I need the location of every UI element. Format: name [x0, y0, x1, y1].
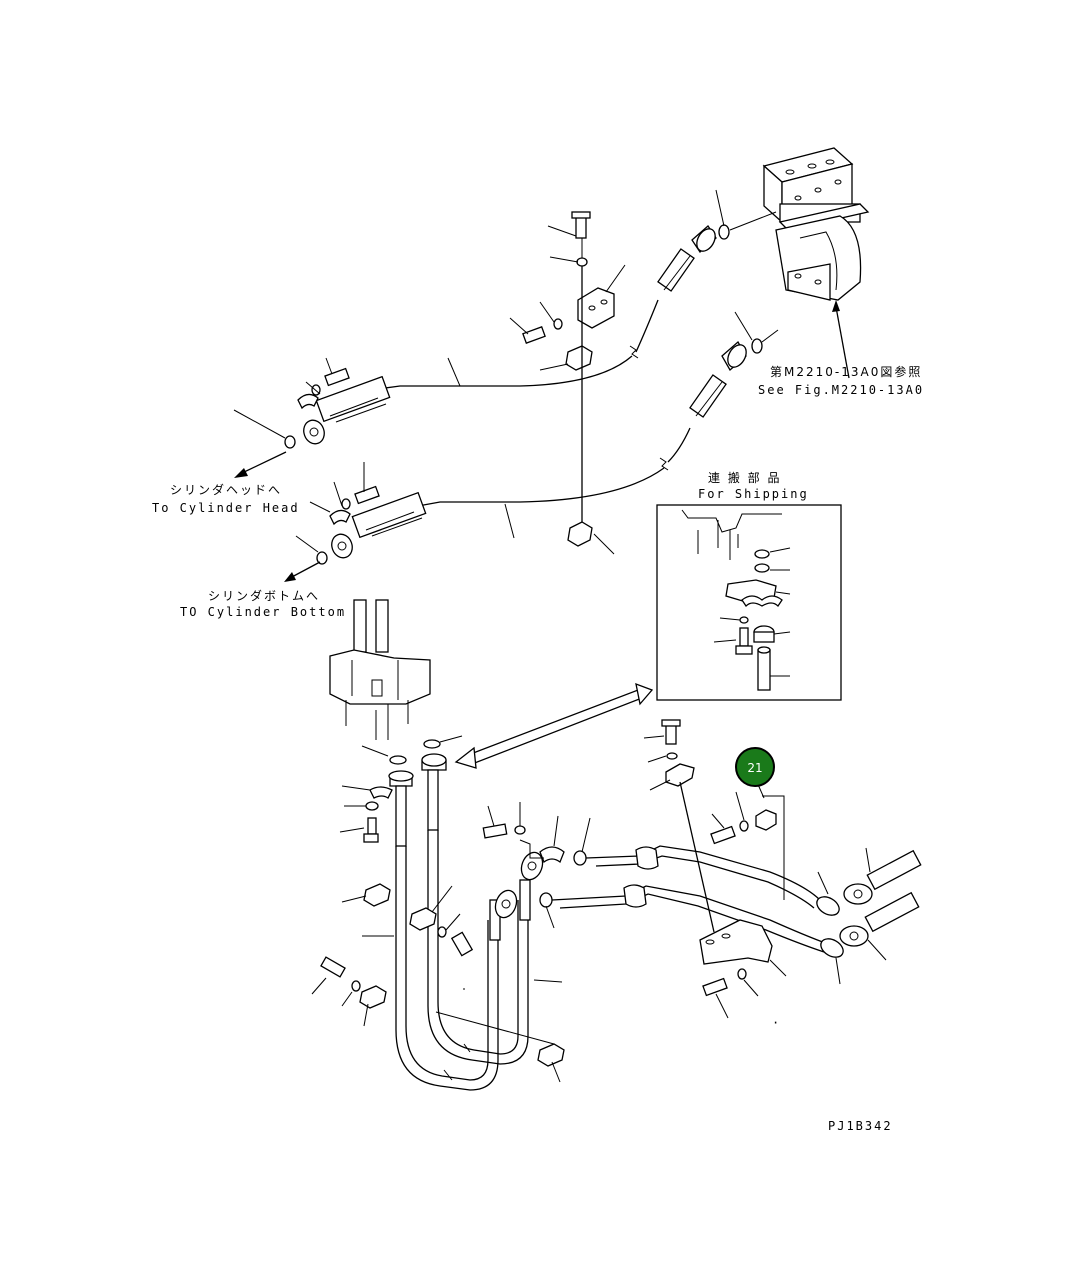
lower-left-fasteners	[311, 785, 565, 1083]
drawing-number: PJ1B342	[828, 1119, 893, 1133]
item-number-text: 21	[747, 761, 762, 775]
right-steel-pipes	[551, 845, 922, 985]
leader-line	[439, 735, 463, 743]
leader-line	[715, 189, 725, 227]
lower-valve-section	[329, 599, 431, 740]
lower-hoses-u-bend	[388, 753, 555, 1091]
leader-line	[761, 329, 779, 343]
reference-label-en: See Fig.M2210-13A0	[758, 383, 924, 397]
control-valve-block	[762, 147, 870, 231]
arrow-to-head	[239, 451, 287, 475]
reference-label-jp: 第M2210-13A0図参照	[770, 364, 922, 379]
leader-line	[504, 503, 515, 539]
o-ring-lower	[751, 338, 763, 354]
flange-bolts-head	[233, 357, 350, 449]
middle-flange-parts	[482, 802, 591, 929]
reference-arrow-head	[832, 300, 840, 312]
o-ring-upper	[718, 224, 730, 240]
upper-hose-assembly	[303, 225, 747, 559]
hose-fitting-lower-right	[689, 340, 747, 418]
hose-end-cylinder-head	[303, 375, 391, 445]
inset-frame	[656, 504, 842, 701]
cylinder-head-label-en: To Cylinder Head	[152, 501, 300, 515]
cylinder-head-label-jp: シリンダヘッドへ	[170, 482, 282, 497]
hose-clamp-post	[509, 211, 626, 555]
reference-arrow-line	[835, 306, 850, 379]
shipping-reference-arrow	[454, 682, 654, 769]
right-bracket-assembly: ·	[643, 719, 787, 1030]
o-ring	[316, 551, 328, 565]
cylinder-bottom-label-en: TO Cylinder Bottom	[180, 605, 346, 619]
leader-line	[361, 745, 389, 757]
shipping-label-en: For Shipping	[698, 487, 809, 501]
o-ring	[423, 739, 441, 749]
flange-bolts-bottom	[295, 462, 380, 565]
leader-line	[447, 357, 461, 387]
arrow-head	[234, 468, 248, 478]
hose-end-cylinder-bottom	[331, 491, 427, 559]
arrow-to-bottom	[289, 561, 321, 579]
hose-fitting-upper-right	[657, 225, 717, 292]
item-number-badge[interactable]: 21	[735, 747, 775, 787]
shipping-parts-inset	[656, 504, 842, 701]
cylinder-bottom-label-jp: シリンダボトムへ	[208, 588, 320, 603]
faint-mark: ·	[772, 1016, 781, 1030]
leader-line	[729, 211, 777, 231]
valve-mounting-bracket	[775, 215, 862, 301]
shipping-label-jp: 連 搬 部 品	[708, 470, 781, 485]
leader-line	[734, 311, 753, 341]
o-ring	[389, 755, 407, 765]
arrow-head	[284, 572, 296, 582]
o-ring	[284, 435, 296, 449]
